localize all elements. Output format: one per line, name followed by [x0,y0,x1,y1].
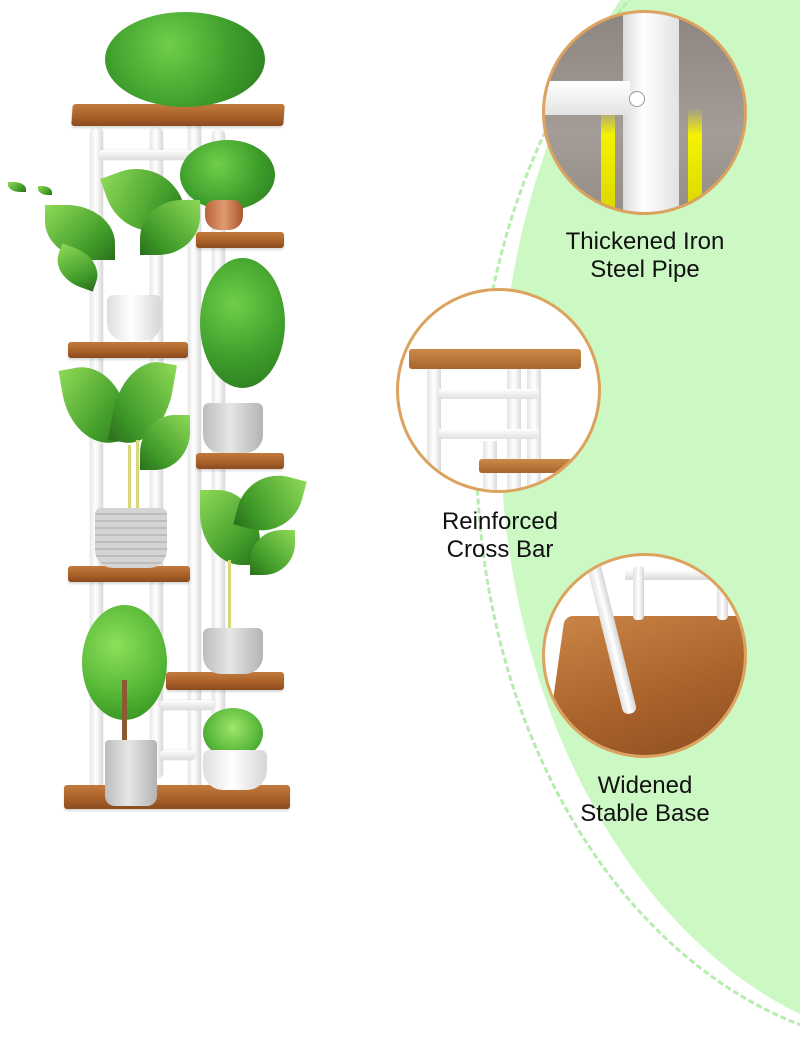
pipe-joint [629,91,645,107]
pot-terracotta [205,200,243,230]
plant-succulent [203,708,263,758]
pot-grey [203,403,263,453]
shelf-5 [68,566,190,582]
plant-stand-product [0,0,320,842]
feature-image-cross-bar [396,288,601,493]
trailing-vine-leaf [8,182,26,192]
cross-bar [625,570,735,580]
feature-label-line2: Stable Base [580,800,710,827]
feature-image-steel-pipe [542,10,747,215]
pot-grey-tall [105,740,157,806]
pot-white [107,295,161,341]
frame-pole-front [188,115,201,805]
feature-label-line2: Steel Pipe [590,256,700,283]
pot-grey-striped [95,508,167,568]
cross-bar [160,750,195,760]
highlight-glow [601,108,615,212]
cross-bar [439,429,539,439]
wood-shelf [479,459,589,473]
cross-bar [98,150,208,160]
feature-label-line2: Cross Bar [446,536,554,563]
shelf-2 [196,232,284,248]
cross-bar [160,700,215,710]
shelf-top [71,104,285,126]
feature-label-line1: Reinforced [441,508,559,535]
vertical-pipe [633,566,644,620]
plant-stem [136,440,139,510]
plant-fiddle-leaf [200,258,285,388]
plant-pothos-top [105,12,265,107]
wood-shelf [409,349,581,369]
shelf-base [64,785,290,809]
highlight-glow [688,108,702,212]
shelf-6 [166,672,284,690]
feature-label: Widened Stable Base [540,772,750,828]
feature-label: Thickened Iron Steel Pipe [535,228,755,284]
vertical-pipe [623,13,679,212]
horizontal-pipe [545,81,630,115]
feature-image-stable-base [542,553,747,758]
cross-bar [439,389,539,399]
feature-label: Reinforced Cross Bar [400,508,600,564]
plant-trunk [122,680,127,745]
plant-stem [128,445,131,510]
pot-grey-round [203,628,263,674]
vertical-pipe [427,365,441,490]
shelf-4 [196,453,284,469]
wood-base-board [545,616,744,755]
trailing-vine-leaf [38,186,52,195]
feature-label-line1: Thickened Iron [565,228,725,255]
shelf-3 [68,342,188,358]
plant-stem [228,560,231,630]
feature-label-line1: Widened [597,772,693,799]
vertical-pipe [717,566,728,620]
plant-pothos-trail [180,140,275,210]
pot-white-bowl [203,750,267,790]
